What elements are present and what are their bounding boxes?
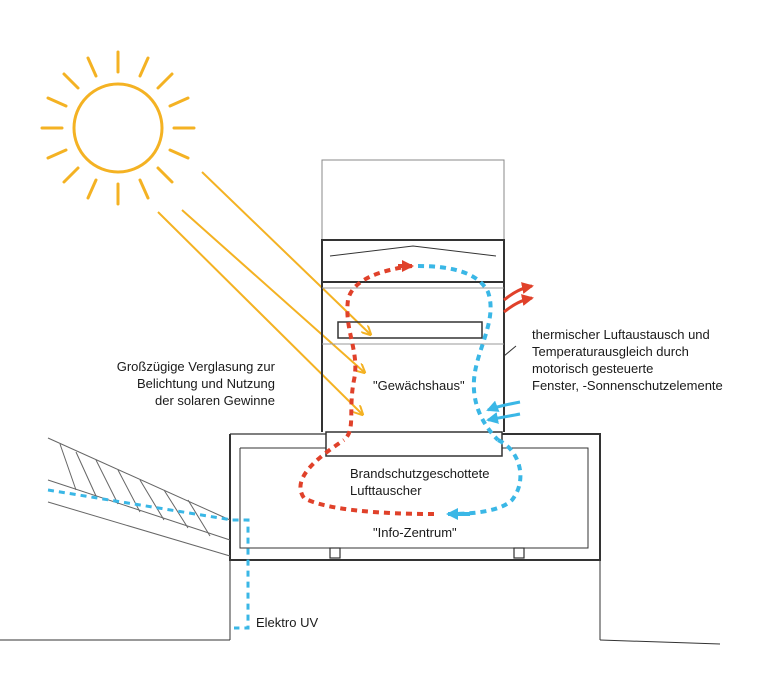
ventilation-label: thermischer Luftaustausch und Temperatur… <box>532 327 723 393</box>
bridge-truss <box>47 437 231 557</box>
exhaust-arrows <box>503 282 534 314</box>
exchanger-label: Brandschutzgeschottete Lufttauscher <box>350 466 490 498</box>
sun-icon <box>40 50 196 206</box>
warm-air-flow <box>298 264 435 516</box>
electric-line <box>47 488 250 630</box>
intake-arrows <box>486 400 521 424</box>
sun-rays <box>157 171 370 414</box>
electric-label: Elektro UV <box>256 615 319 630</box>
info-center-label: "Info-Zentrum" <box>373 525 457 540</box>
ventilation-leader <box>503 345 517 357</box>
building-section <box>0 159 721 645</box>
greenhouse-label: "Gewächshaus" <box>373 378 465 393</box>
glazing-label: Großzügige Verglasung zur Belichtung und… <box>116 359 275 408</box>
